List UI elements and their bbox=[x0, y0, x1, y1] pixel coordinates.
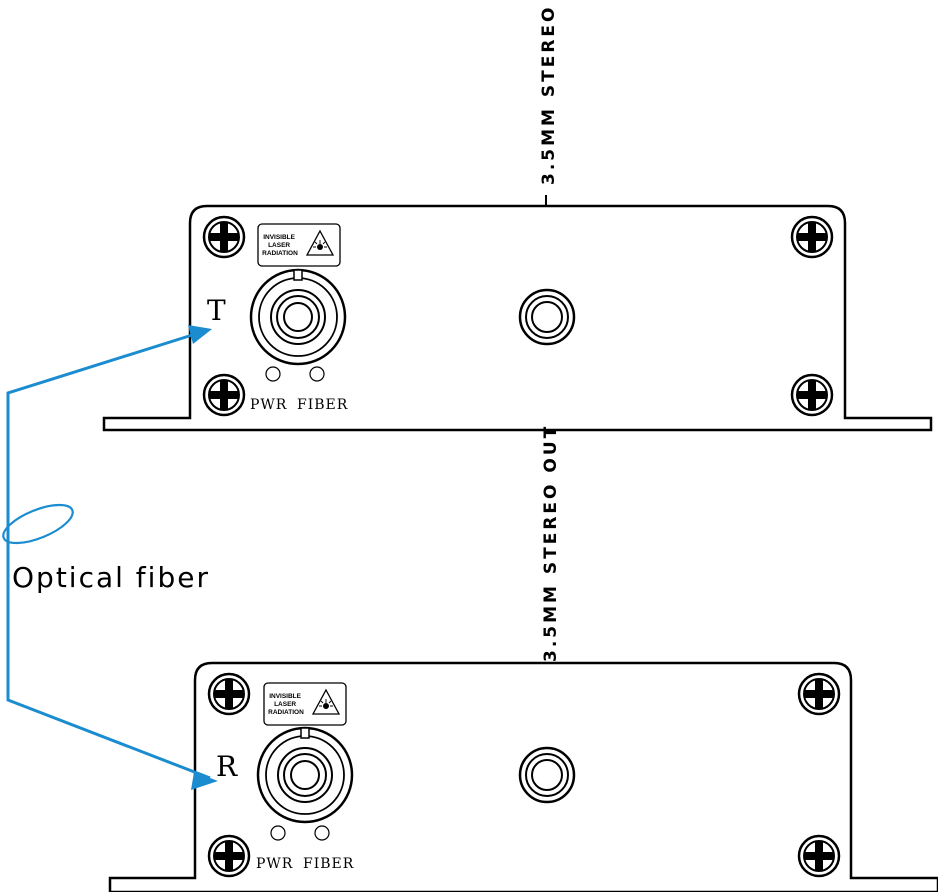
receiver-letter: R bbox=[216, 750, 238, 783]
screw-icon bbox=[797, 834, 841, 878]
audio-jack-icon[interactable] bbox=[518, 288, 576, 346]
pwr-led-icon bbox=[265, 366, 281, 382]
screw-icon bbox=[790, 215, 834, 259]
laser-warning-icon bbox=[305, 229, 335, 256]
pwr-led-icon bbox=[270, 825, 286, 841]
fiber-led-icon bbox=[309, 366, 325, 382]
fiber-label: FIBER bbox=[297, 397, 348, 413]
svg-text:INVISIBLE LASER: INVISIBLE LASER RADIATION bbox=[262, 234, 298, 257]
fiber-port-icon[interactable] bbox=[249, 268, 347, 366]
screw-icon bbox=[202, 373, 246, 417]
laser-warning-icon bbox=[311, 688, 341, 715]
audio-jack-icon[interactable] bbox=[518, 746, 576, 804]
fiber-caption: Optical fiber bbox=[12, 561, 210, 594]
fiber-led-icon bbox=[314, 825, 330, 841]
transmitter-unit: INVISIBLE LASER RADIATION T PWR FIBER bbox=[102, 204, 933, 432]
screw-icon bbox=[207, 834, 251, 878]
stereo-in-label: 3.5MM STEREO IN bbox=[539, 0, 559, 185]
arrowhead-icon bbox=[188, 325, 212, 344]
screw-icon bbox=[202, 215, 246, 259]
receiver-unit: INVISIBLE LASER RADIATION R PWR FIBER bbox=[108, 661, 938, 892]
transmitter-letter: T bbox=[207, 294, 226, 327]
fiber-port-icon[interactable] bbox=[256, 726, 354, 824]
laser-warning-label: INVISIBLE LASER RADIATION bbox=[263, 682, 347, 726]
pwr-label: PWR bbox=[256, 856, 293, 872]
arrowhead-icon bbox=[191, 772, 218, 790]
screw-icon bbox=[797, 672, 841, 716]
laser-warning-label: INVISIBLE LASER RADIATION bbox=[257, 223, 341, 267]
optical-fiber-cable: Optical fiber bbox=[2, 325, 218, 790]
fiber-label: FIBER bbox=[303, 856, 354, 872]
screw-icon bbox=[790, 373, 834, 417]
fiber-line bbox=[6, 329, 211, 780]
screw-icon bbox=[207, 672, 251, 716]
fiber-bundle-icon bbox=[2, 503, 74, 545]
stereo-out-label: 3.5MM STEREO OUT bbox=[541, 424, 561, 662]
svg-text:INVISIBLE LASER: INVISIBLE LASER RADIATION bbox=[268, 693, 304, 716]
pwr-label: PWR bbox=[250, 397, 287, 413]
